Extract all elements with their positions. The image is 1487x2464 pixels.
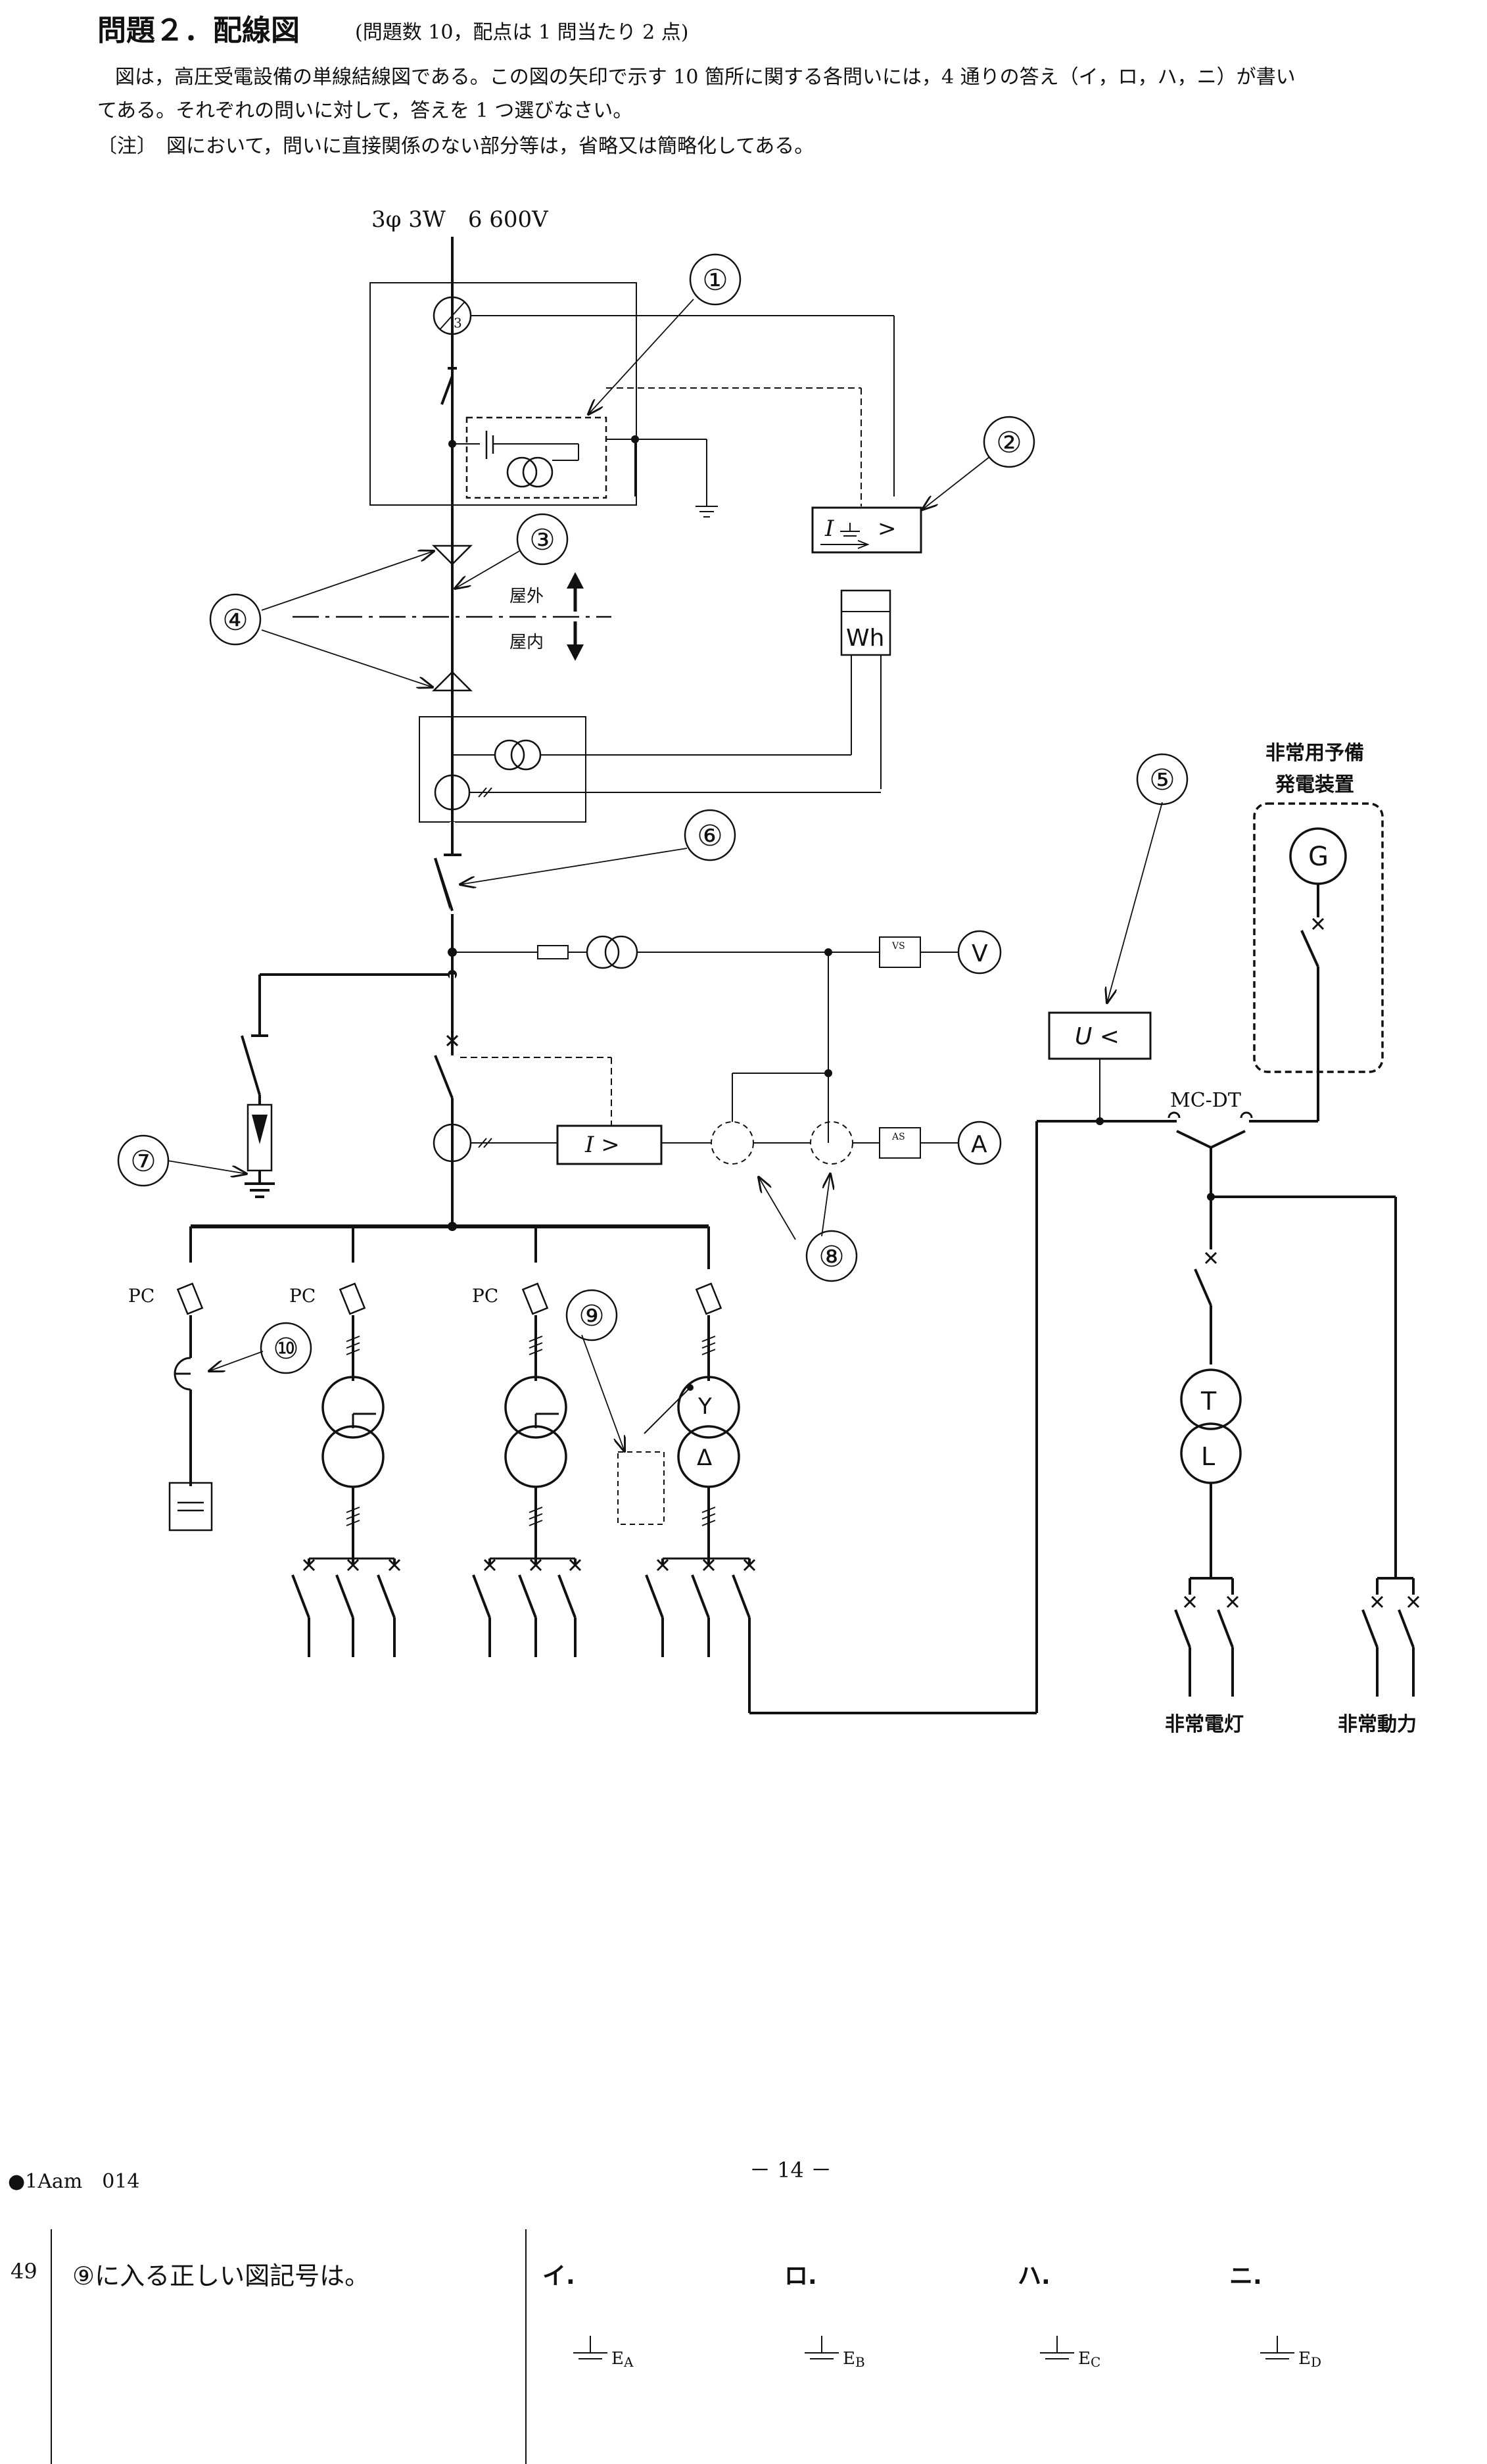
transformer-1b xyxy=(321,1425,385,1488)
pas-box xyxy=(369,282,637,506)
dashed-box-9 xyxy=(617,1451,665,1525)
dashed-circle-1 xyxy=(711,1121,754,1165)
transformer-2b xyxy=(504,1425,567,1488)
svg-text:EA: EA xyxy=(611,2349,634,2370)
svg-text:⑧: ⑧ xyxy=(818,1240,844,1274)
ammeter xyxy=(957,1121,1002,1165)
marker-3 xyxy=(516,513,569,566)
svg-text:⑨: ⑨ xyxy=(578,1299,604,1333)
marker-5 xyxy=(1136,753,1189,806)
choice-i[interactable]: イ. xyxy=(542,2263,575,2290)
svg-text:①: ① xyxy=(702,264,728,297)
choice-ro[interactable]: ロ. xyxy=(784,2263,817,2290)
svg-text:非常動力: 非常動力 xyxy=(1338,1713,1417,1736)
svg-text:PC: PC xyxy=(472,1285,498,1307)
svg-text:非常電灯: 非常電灯 xyxy=(1165,1713,1244,1736)
marker-4 xyxy=(209,593,262,646)
intro-line-2: てある。それぞれの問いに対して，答えを 1 つ選びなさい。 xyxy=(97,99,633,122)
svg-text:②: ② xyxy=(996,426,1022,460)
transformer-1a xyxy=(321,1376,385,1439)
marker-6 xyxy=(684,809,736,861)
breakers-f1 xyxy=(291,1558,401,1657)
svg-text:>: > xyxy=(878,516,897,542)
wh-label: Wh xyxy=(846,625,884,652)
dashed-circle-2 xyxy=(810,1121,853,1165)
svg-text:AS: AS xyxy=(891,1132,905,1142)
svg-text:ED: ED xyxy=(1298,2349,1321,2370)
svg-text:③: ③ xyxy=(529,523,555,557)
svg-text:MC-DT: MC-DT xyxy=(1170,1089,1241,1112)
svg-text:L: L xyxy=(1201,1442,1215,1471)
supply-label: 3φ 3W 6 600V xyxy=(371,206,549,233)
svg-text:発電装置: 発電装置 xyxy=(1275,773,1354,796)
transformer-2a xyxy=(504,1376,567,1439)
breakers-f2 xyxy=(472,1558,582,1657)
question-table: EA EB EC ED xyxy=(51,2229,1321,2464)
marker-10 xyxy=(260,1322,312,1374)
svg-text:A: A xyxy=(971,1131,987,1158)
svg-text:V: V xyxy=(972,940,988,967)
question-number: 49 xyxy=(11,2259,37,2284)
breakers-f3 xyxy=(645,1558,756,1713)
page-title: 問題２．配線図 xyxy=(97,14,300,47)
svg-text:Δ: Δ xyxy=(697,1445,712,1471)
svg-text:I >: I > xyxy=(584,1132,620,1158)
single-line-diagram: 3φ 3W 6 600V 3 xyxy=(117,206,1420,1736)
svg-text:U <: U < xyxy=(1075,1023,1120,1050)
wh-meter xyxy=(840,589,891,656)
vct-box xyxy=(419,716,586,823)
svg-text:VS: VS xyxy=(891,941,905,952)
exam-code: ●1Aam 014 xyxy=(8,2170,140,2193)
transformer-emergency-a xyxy=(1180,1368,1242,1430)
intro-line-1: 図は，高圧受電設備の単線結線図である。この図の矢印で示す 10 箇所に関する各問… xyxy=(115,66,1296,89)
cable-head-top xyxy=(431,544,473,566)
choice-ha[interactable]: ハ. xyxy=(1018,2263,1050,2290)
page-number: － 14 － xyxy=(749,2158,832,2183)
svg-text:非常用予備: 非常用予備 xyxy=(1265,742,1364,765)
capacitor xyxy=(168,1482,213,1532)
transformer-3a xyxy=(677,1376,740,1439)
svg-text:⑥: ⑥ xyxy=(697,819,722,853)
vt-dashed-box xyxy=(465,416,607,499)
svg-text:Y: Y xyxy=(697,1393,712,1420)
indoor-label: 屋内 xyxy=(509,633,544,652)
svg-text:PC: PC xyxy=(128,1285,154,1307)
svg-text:⑤: ⑤ xyxy=(1149,763,1175,797)
svg-text:⑦: ⑦ xyxy=(130,1145,156,1178)
svg-text:⑩: ⑩ xyxy=(273,1332,298,1366)
marker-2 xyxy=(983,416,1035,468)
question-text: ⑨に入る正しい図記号は。 xyxy=(72,2261,370,2290)
svg-text:EC: EC xyxy=(1078,2349,1100,2370)
intro-note: 〔注〕 図において，問いに直接関係のない部分等は，省略又は簡略化してある。 xyxy=(97,135,814,158)
svg-text:3: 3 xyxy=(454,315,462,331)
svg-text:EB: EB xyxy=(843,2349,865,2370)
svg-text:G: G xyxy=(1308,842,1329,872)
marker-8 xyxy=(805,1230,858,1282)
cable-head-bottom xyxy=(431,671,473,692)
ocr-box xyxy=(556,1124,663,1165)
svg-text:I: I xyxy=(824,516,834,542)
marker-1 xyxy=(689,253,742,306)
marker-7 xyxy=(117,1134,170,1187)
marker-9 xyxy=(565,1289,618,1341)
ground-relay-box xyxy=(811,506,922,554)
svg-text:④: ④ xyxy=(222,604,248,637)
svg-text:T: T xyxy=(1200,1387,1217,1416)
choice-ni[interactable]: ニ. xyxy=(1229,2263,1262,2290)
svg-text:PC: PC xyxy=(289,1285,316,1307)
outdoor-label: 屋外 xyxy=(509,587,544,606)
voltmeter xyxy=(957,930,1002,975)
page-subtitle: (問題数 10，配点は 1 問当たり 2 点) xyxy=(355,21,689,44)
